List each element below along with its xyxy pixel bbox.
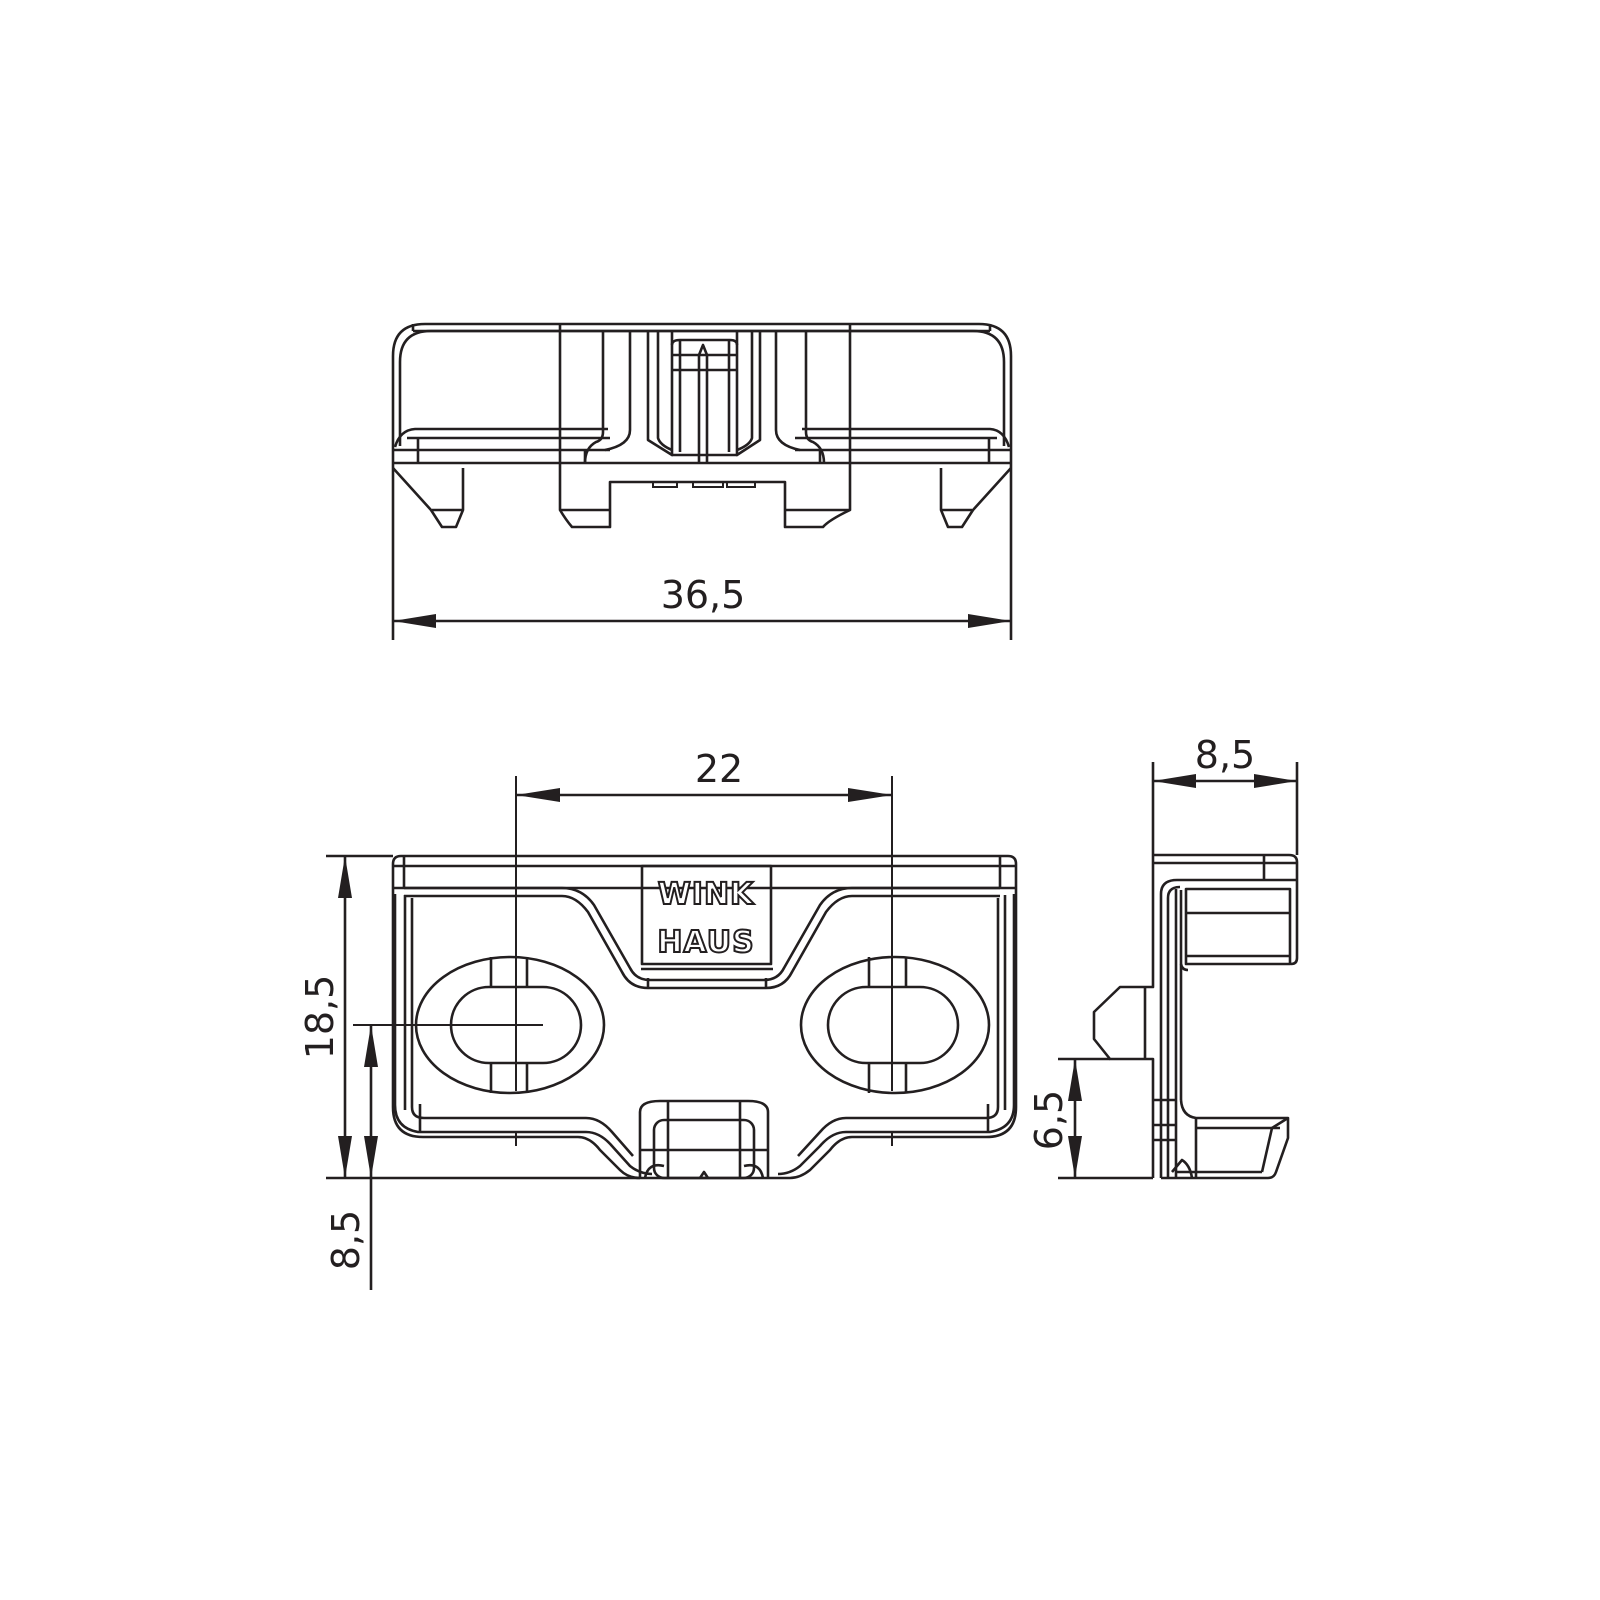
dimension-hole-center-offset: 8,5 (324, 1210, 368, 1270)
dimension-depth: 8,5 (1195, 733, 1255, 777)
dimension-tab-height: 6,5 (1027, 1090, 1071, 1150)
dimension-overall-width: 36,5 (661, 573, 746, 617)
dimension-hole-spacing: 22 (695, 747, 743, 791)
logo-line-2: HAUS (657, 925, 754, 960)
side-view: 8,5 6,5 (1027, 733, 1299, 1180)
front-view: WINK HAUS 22 (298, 747, 1018, 1290)
dimension-overall-height: 18,5 (298, 975, 342, 1060)
logo-line-1: WINK (658, 877, 755, 912)
top-view: 36,5 (391, 322, 1013, 640)
